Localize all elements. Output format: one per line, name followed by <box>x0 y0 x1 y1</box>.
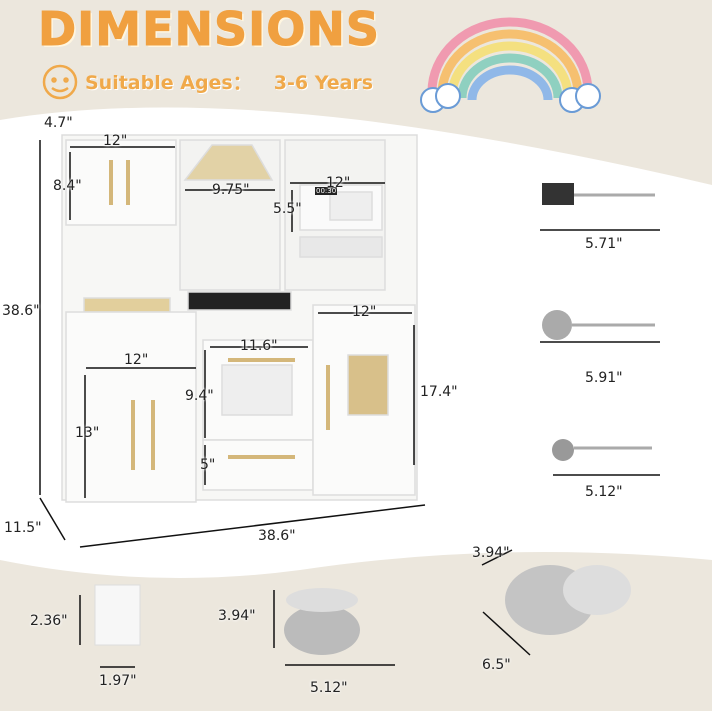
ages-label: Suitable Ages： <box>85 72 252 94</box>
dim-pan-height: 3.94" <box>472 545 510 561</box>
dim-lower-cabinet-height: 13" <box>75 425 100 441</box>
dim-microwave-height: 5.5" <box>273 201 302 217</box>
dim-fridge-width: 12" <box>352 304 377 320</box>
dim-skimmer: 5.91" <box>585 370 623 386</box>
page-title: DIMENSIONS <box>38 2 380 57</box>
dim-lower-cabinet-width: 12" <box>124 352 149 368</box>
dim-pot-width: 5.12" <box>310 680 348 696</box>
suitable-ages: Suitable Ages： 3-6 Years <box>85 68 373 95</box>
dim-cabinet-width: 12" <box>103 133 128 149</box>
rainbow-icon <box>420 17 601 113</box>
dim-pan-length: 6.5" <box>482 657 511 673</box>
dim-drawer-height: 5" <box>200 457 216 473</box>
microwave-display: 00:30 <box>315 187 338 195</box>
dim-microwave-width: 12" <box>326 175 351 191</box>
dim-depth-top: 4.7" <box>44 115 73 131</box>
dim-fridge-height: 17.4" <box>420 384 458 400</box>
dim-ladle: 5.12" <box>585 484 623 500</box>
baby-face-icon <box>42 64 78 100</box>
dim-cup-height: 2.36" <box>30 613 68 629</box>
dim-pot-height: 3.94" <box>218 608 256 624</box>
dimension-lines <box>39 140 660 668</box>
dim-oven-width: 11.6" <box>240 338 278 354</box>
play-kitchen <box>61 134 418 503</box>
dim-spatula: 5.71" <box>585 236 623 252</box>
dim-cabinet-height: 8.4" <box>53 178 82 194</box>
dim-total-width: 38.6" <box>258 528 296 544</box>
dim-hood-width: 9.75" <box>212 182 250 198</box>
dim-oven-height: 9.4" <box>185 388 214 404</box>
dim-cup-width: 1.97" <box>99 673 137 689</box>
accessory-items <box>94 183 655 655</box>
dim-total-height: 38.6" <box>2 303 40 319</box>
dim-depth: 11.5" <box>4 520 42 536</box>
ages-value: 3-6 Years <box>273 72 374 94</box>
